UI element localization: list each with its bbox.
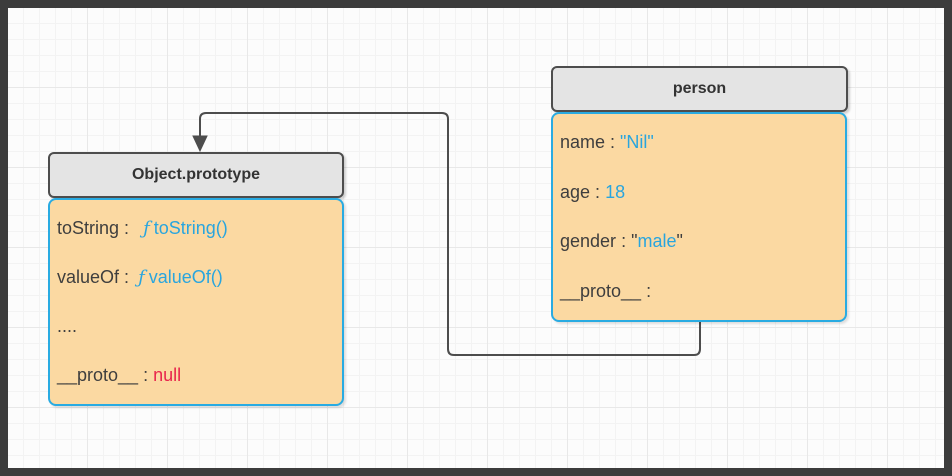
prop-key: name [560, 132, 606, 153]
prop-value: valueOf() [148, 267, 223, 287]
prop-row-name: name : "Nil" [553, 118, 845, 168]
prop-colon: : [119, 267, 135, 287]
function-icon: ƒ [143, 218, 150, 239]
prop-key: __proto__ [57, 365, 139, 385]
prop-colon: : [590, 181, 606, 202]
prop-key: toString [57, 218, 120, 238]
prop-quote-close: " [676, 231, 683, 252]
prop-quote-open: " [631, 231, 638, 252]
prop-colon: : [119, 218, 135, 238]
node-object-prototype-header[interactable]: Object.prototype [48, 152, 344, 198]
arrowhead-icon [192, 135, 208, 153]
prop-value: "Nil" [620, 132, 654, 153]
node-person-header[interactable]: person [551, 66, 848, 112]
prop-colon: : [641, 280, 652, 301]
prop-value: male [637, 231, 677, 252]
prop-row-proto: __proto__ : [553, 267, 845, 317]
prop-colon: : [138, 365, 154, 385]
prop-value: null [153, 365, 182, 385]
prop-colon: : [616, 231, 632, 252]
prop-key: __proto__ [560, 280, 642, 301]
prop-key: .... [57, 316, 78, 336]
prop-value: 18 [605, 181, 626, 202]
prop-row-gender: gender : "male" [553, 217, 845, 267]
node-person-body[interactable]: name : "Nil" age : 18 gender : "male" __… [551, 112, 847, 322]
prop-value: toString() [153, 218, 228, 238]
prop-key: age [560, 181, 591, 202]
node-person[interactable]: person name : "Nil" age : 18 gender : "m… [551, 66, 848, 322]
prop-row-ellipsis: .... [50, 302, 342, 351]
node-object-prototype-title: Object.prototype [131, 166, 260, 183]
prop-row-age: age : 18 [553, 168, 845, 218]
prop-key: gender [560, 231, 617, 252]
node-person-title: person [672, 80, 727, 97]
prop-key: valueOf [57, 267, 120, 287]
function-icon: ƒ [138, 267, 145, 288]
prop-colon: : [605, 132, 621, 153]
prop-row-proto: __proto__ : null [50, 351, 342, 400]
